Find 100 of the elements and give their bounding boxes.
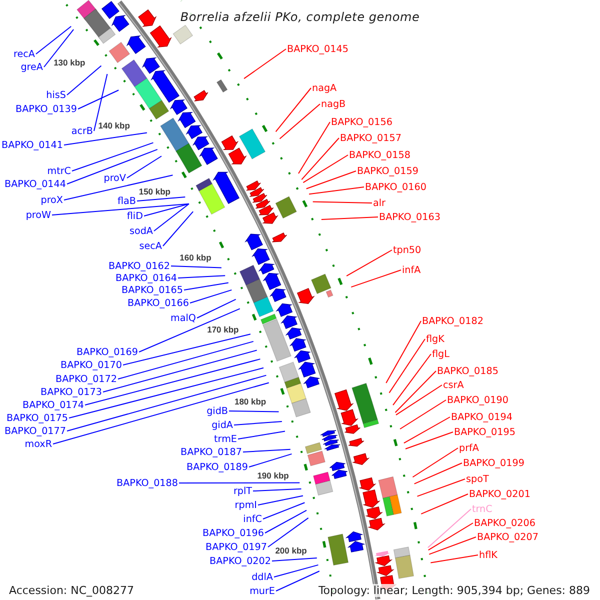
scale-label: 160 kbp	[180, 253, 212, 262]
leader-line	[274, 564, 319, 578]
leader-line	[272, 558, 318, 562]
gene-label: flgK	[426, 334, 444, 344]
leader-line	[298, 122, 330, 174]
leader-line	[78, 90, 120, 110]
leader-line	[122, 334, 251, 366]
leader-line	[66, 148, 158, 184]
map-title: Borrelia afzelii PKo, complete genome	[180, 10, 420, 25]
leader-line	[394, 370, 436, 413]
gene-label: BAPKO_0156	[331, 116, 392, 128]
leader-line	[386, 320, 422, 384]
gene-label: fliD	[126, 210, 143, 222]
gene-label: gidA	[212, 420, 233, 430]
leader-line	[170, 266, 222, 268]
leader-line	[162, 211, 194, 246]
gene-label: BAPKO_0145	[287, 44, 348, 54]
leader-line	[144, 203, 190, 216]
gene-label: rplT	[233, 486, 252, 496]
leader-line	[234, 421, 282, 426]
leader-line	[279, 104, 320, 140]
leader-line	[412, 448, 458, 478]
footer-text: Topology: linear; Length: 905,394 bp; Genes: 889	[316, 584, 592, 596]
gene-label: BAPKO_0190	[447, 394, 508, 406]
leader-line	[395, 384, 442, 416]
gene-label: secA	[139, 240, 162, 252]
leader-line	[126, 156, 162, 178]
gene-label: rpmI	[234, 500, 257, 510]
gene-label: spoT	[466, 474, 489, 484]
leader-line	[102, 350, 258, 392]
gene-label: BAPKO_0177	[4, 426, 66, 436]
leader-line	[184, 282, 229, 290]
leader-line	[136, 196, 186, 202]
gene-label: BAPKO_0196	[202, 528, 264, 538]
gene-label: BAPKO_0159	[357, 166, 418, 176]
gene-label: BAPKO_0164	[116, 272, 177, 284]
gene-label: BAPKO_0187	[180, 446, 242, 458]
leader-line	[244, 48, 286, 80]
gene-label: BAPKO_0162	[108, 260, 170, 272]
gene-label: BAPKO_0173	[40, 386, 102, 398]
gene-label: nagB	[321, 98, 346, 110]
gene-label: BAPKO_0169	[76, 346, 138, 358]
gene-label: BAPKO_0199	[463, 458, 524, 468]
leader-line	[301, 138, 340, 180]
gene-label: BAPKO_0201	[469, 488, 530, 500]
leader-line	[262, 502, 306, 520]
gene-label: greA	[20, 62, 43, 72]
leader-line	[64, 132, 148, 146]
gene-label: flaB	[117, 196, 136, 206]
gene-label: BAPKO_0170	[60, 360, 122, 370]
leader-line	[248, 453, 292, 468]
gene-label: BAPKO_0158	[349, 150, 410, 160]
leader-line	[416, 478, 466, 497]
leader-line	[400, 400, 446, 430]
scale-label: 150 kbp	[138, 187, 170, 196]
leader-line	[414, 462, 462, 484]
leader-line	[52, 203, 190, 216]
leader-line	[308, 186, 364, 195]
leader-line	[275, 88, 312, 132]
leader-line	[428, 522, 474, 551]
gene-label: malQ	[170, 312, 196, 324]
leader-line	[430, 554, 478, 564]
scale-label: 180 kbp	[234, 398, 266, 407]
leader-line	[312, 201, 372, 204]
leader-line	[405, 432, 454, 450]
leader-line	[242, 448, 291, 452]
leader-line	[190, 289, 232, 304]
gene-label: alr	[373, 198, 386, 208]
leader-line	[306, 170, 356, 190]
gene-label: BAPKO_0182	[422, 316, 484, 326]
scale-label: 130 kbp	[54, 58, 86, 68]
leader-line	[178, 482, 300, 484]
leader-line	[178, 275, 226, 278]
scale-label: 170 kbp	[207, 326, 239, 335]
gene-label: BAPKO_0195	[454, 426, 516, 438]
gene-label: murE	[250, 586, 275, 596]
leader-line	[302, 154, 348, 184]
leader-line	[392, 354, 432, 406]
gene-label: ddlA	[252, 572, 273, 582]
gene-label: BAPKO_0160	[365, 182, 426, 192]
leader-line	[44, 28, 74, 68]
leader-line	[350, 270, 402, 288]
gene-label: infA	[402, 264, 421, 276]
leader-line	[320, 216, 378, 220]
gene-label: BAPKO_0163	[379, 212, 440, 222]
gene-label: moxR	[24, 438, 52, 450]
gene-label: BAPKO_0165	[122, 284, 183, 296]
gene-label: BAPKO_0188	[116, 478, 178, 488]
gene-label: BAPKO_0172	[56, 374, 117, 384]
gene-label: BAPKO_0202	[210, 556, 271, 566]
leader-line	[238, 430, 286, 440]
leader-line	[264, 510, 308, 534]
gene-label: BAPKO_0157	[340, 132, 402, 144]
gene-label: BAPKO_0194	[451, 412, 512, 422]
leader-line	[68, 367, 264, 418]
gene-label: BAPKO_0185	[437, 366, 498, 376]
leader-line	[403, 416, 450, 444]
leader-line	[66, 374, 267, 432]
leader-line	[346, 250, 392, 276]
gene-label: proW	[26, 210, 51, 220]
